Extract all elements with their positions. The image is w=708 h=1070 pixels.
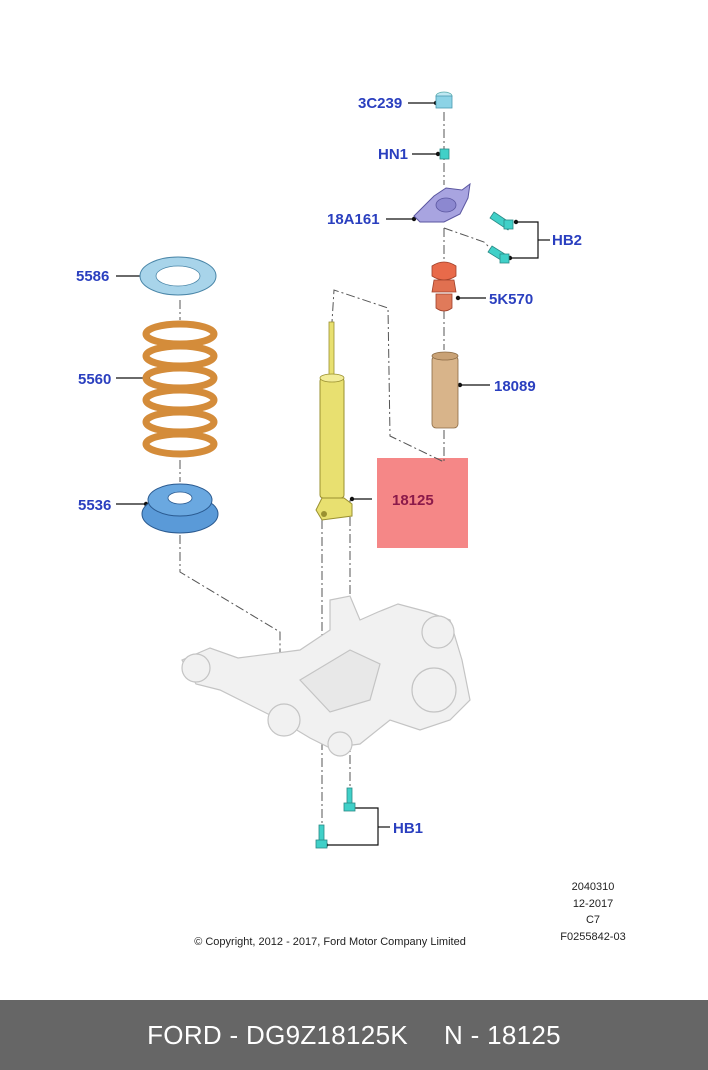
diagram-code: 2040310 xyxy=(571,881,615,893)
upper-spring-seat-icon xyxy=(139,256,217,296)
diagram-revision: C7 xyxy=(585,914,601,926)
bump-stop-icon xyxy=(431,261,457,312)
bolts-hb2-icon xyxy=(487,211,514,264)
callout-5586: 5586 xyxy=(76,268,109,285)
callout-hn1: HN1 xyxy=(378,146,408,163)
callout-5536: 5536 xyxy=(78,497,111,514)
dust-boot-icon xyxy=(431,351,459,429)
bolts-hb1-icon xyxy=(315,787,356,849)
nut-3c239-icon xyxy=(435,91,453,109)
rear-subframe-icon xyxy=(181,595,471,757)
callout-5k570: 5K570 xyxy=(489,291,533,308)
footer-bar: FORD - DG9Z18125K N - 18125 xyxy=(0,1000,708,1070)
shock-absorber-icon xyxy=(315,321,353,521)
nut-hn1-icon xyxy=(439,148,450,160)
highlight-box xyxy=(377,458,468,548)
callout-hb1: HB1 xyxy=(393,820,423,837)
exploded-parts-diagram: 3C239 HN1 18A161 HB2 5K570 18089 18125 5… xyxy=(76,91,582,849)
callout-18125: 18125 xyxy=(392,492,434,509)
diagram-metadata: 2040310 12-2017 C7 F0255842-03 xyxy=(548,879,638,945)
diagram-date: 12-2017 xyxy=(572,897,614,910)
coil-spring-icon xyxy=(142,320,218,458)
callout-hb2: HB2 xyxy=(552,232,582,249)
callout-5560: 5560 xyxy=(78,371,111,388)
lower-spring-seat-icon xyxy=(141,483,219,534)
footer-reference: N - 18125 xyxy=(443,1019,561,1050)
footer-part-number: FORD - DG9Z18125K xyxy=(147,1019,408,1050)
mount-bracket-icon xyxy=(413,182,471,223)
callout-18089: 18089 xyxy=(494,378,536,395)
callout-18a161: 18A161 xyxy=(327,211,380,228)
leader-lines xyxy=(116,102,550,846)
copyright-notice: © Copyright, 2012 - 2017, Ford Motor Com… xyxy=(194,936,466,948)
figure-number: F0255842-03 xyxy=(560,930,626,943)
callout-3c239: 3C239 xyxy=(358,95,402,112)
